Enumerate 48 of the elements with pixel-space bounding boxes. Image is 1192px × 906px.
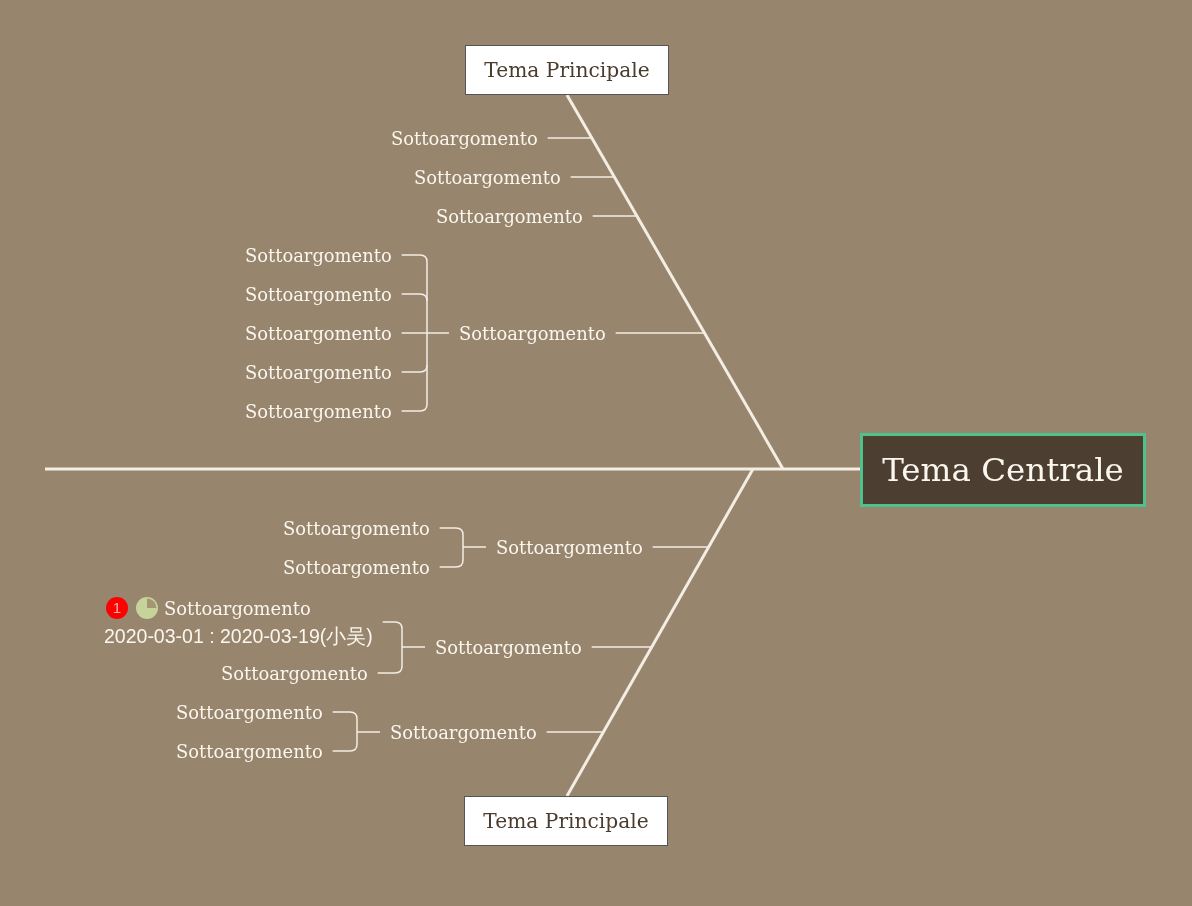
subtopic-text: Sottoargomento bbox=[391, 127, 538, 149]
branch-line bbox=[651, 546, 710, 548]
subtopic-text: Sottoargomento bbox=[245, 283, 392, 305]
bracket-line bbox=[462, 534, 487, 561]
date-range-text: 2020-03-01 : 2020-03-19(小吴) bbox=[104, 625, 373, 647]
spine-line bbox=[45, 467, 860, 471]
bracket-line bbox=[401, 628, 426, 667]
bracket-line bbox=[400, 403, 428, 412]
subtopic-text: Sottoargomento bbox=[390, 721, 537, 743]
main-topic-box: Tema Principale bbox=[464, 796, 668, 846]
subtopic-text: Sottoargomento bbox=[176, 701, 323, 723]
subtopic-text: Sottoargomento bbox=[436, 205, 583, 227]
subtopic-text: Sottoargomento bbox=[245, 244, 392, 266]
subtopic-text: Sottoargomento bbox=[414, 166, 561, 188]
branch-line bbox=[569, 176, 616, 178]
bracket-line bbox=[382, 621, 403, 630]
bracket-line bbox=[400, 254, 428, 263]
bracket-line bbox=[376, 665, 403, 674]
bracket-line bbox=[331, 711, 358, 720]
bone-line bbox=[565, 94, 785, 470]
main-topic-box: Tema Principale bbox=[465, 45, 669, 95]
subtopic-text: Sottoargomento bbox=[245, 322, 392, 344]
bone-line bbox=[565, 468, 755, 797]
subtopic-text: Sottoargomento bbox=[245, 361, 392, 383]
subtopic-text: Sottoargomento bbox=[221, 662, 368, 684]
bracket-line bbox=[438, 527, 464, 536]
central-topic-box: Tema Centrale bbox=[860, 433, 1146, 507]
subtopic-text: Sottoargomento bbox=[283, 556, 430, 578]
subtopic-text: Sottoargomento bbox=[459, 322, 606, 344]
bracket-line bbox=[426, 261, 450, 405]
branch-line bbox=[545, 731, 605, 733]
subtopic-text: Sottoargomento bbox=[435, 636, 582, 658]
subtopic-text: Sottoargomento bbox=[245, 400, 392, 422]
bracket-line bbox=[438, 559, 464, 568]
subtopic-text: Sottoargomento bbox=[164, 597, 311, 619]
branch-line bbox=[590, 646, 653, 648]
bracket-line bbox=[400, 332, 428, 334]
subtopic-text: Sottoargomento bbox=[496, 536, 643, 558]
bracket-line bbox=[400, 364, 428, 373]
priority-marker: 1 bbox=[106, 597, 128, 619]
branch-line bbox=[546, 137, 593, 139]
branch-line bbox=[614, 332, 706, 334]
bracket-line bbox=[331, 743, 358, 752]
branch-line bbox=[591, 215, 638, 217]
bracket-line bbox=[356, 718, 381, 745]
bracket-line bbox=[400, 293, 428, 302]
subtopic-text: Sottoargomento bbox=[176, 740, 323, 762]
subtopic-text: Sottoargomento bbox=[283, 517, 430, 539]
